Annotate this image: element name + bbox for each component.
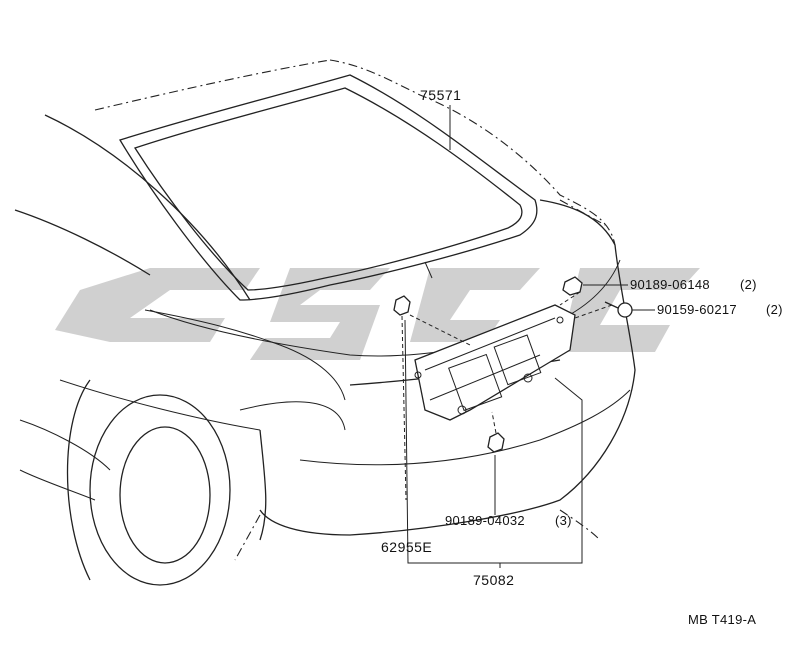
- assembly-lines: [401, 291, 613, 501]
- back-window-weatherstrip: [119, 74, 538, 301]
- license-garnish: [414, 304, 576, 421]
- callout-62955e: 62955E: [381, 539, 432, 555]
- callout-90189-04032-qty: (3): [555, 513, 572, 528]
- callout-90159-60217-qty: (2): [766, 302, 783, 317]
- callout-75082: 75082: [473, 572, 514, 588]
- screw-part: [604, 301, 633, 318]
- clip-lower: [487, 432, 505, 453]
- clip-left: [393, 295, 411, 316]
- callout-90189-04032: 90189-04032: [445, 513, 525, 528]
- callout-90189-06148: 90189-06148: [630, 277, 710, 292]
- watermark: [55, 268, 700, 360]
- leader-lines: [404, 105, 655, 568]
- figure-code: MB T419-A: [688, 612, 756, 627]
- callout-90159-60217: 90159-60217: [657, 302, 737, 317]
- callout-75571: 75571: [420, 87, 461, 103]
- callout-90189-06148-qty: (2): [740, 277, 757, 292]
- car-body: [14, 59, 636, 586]
